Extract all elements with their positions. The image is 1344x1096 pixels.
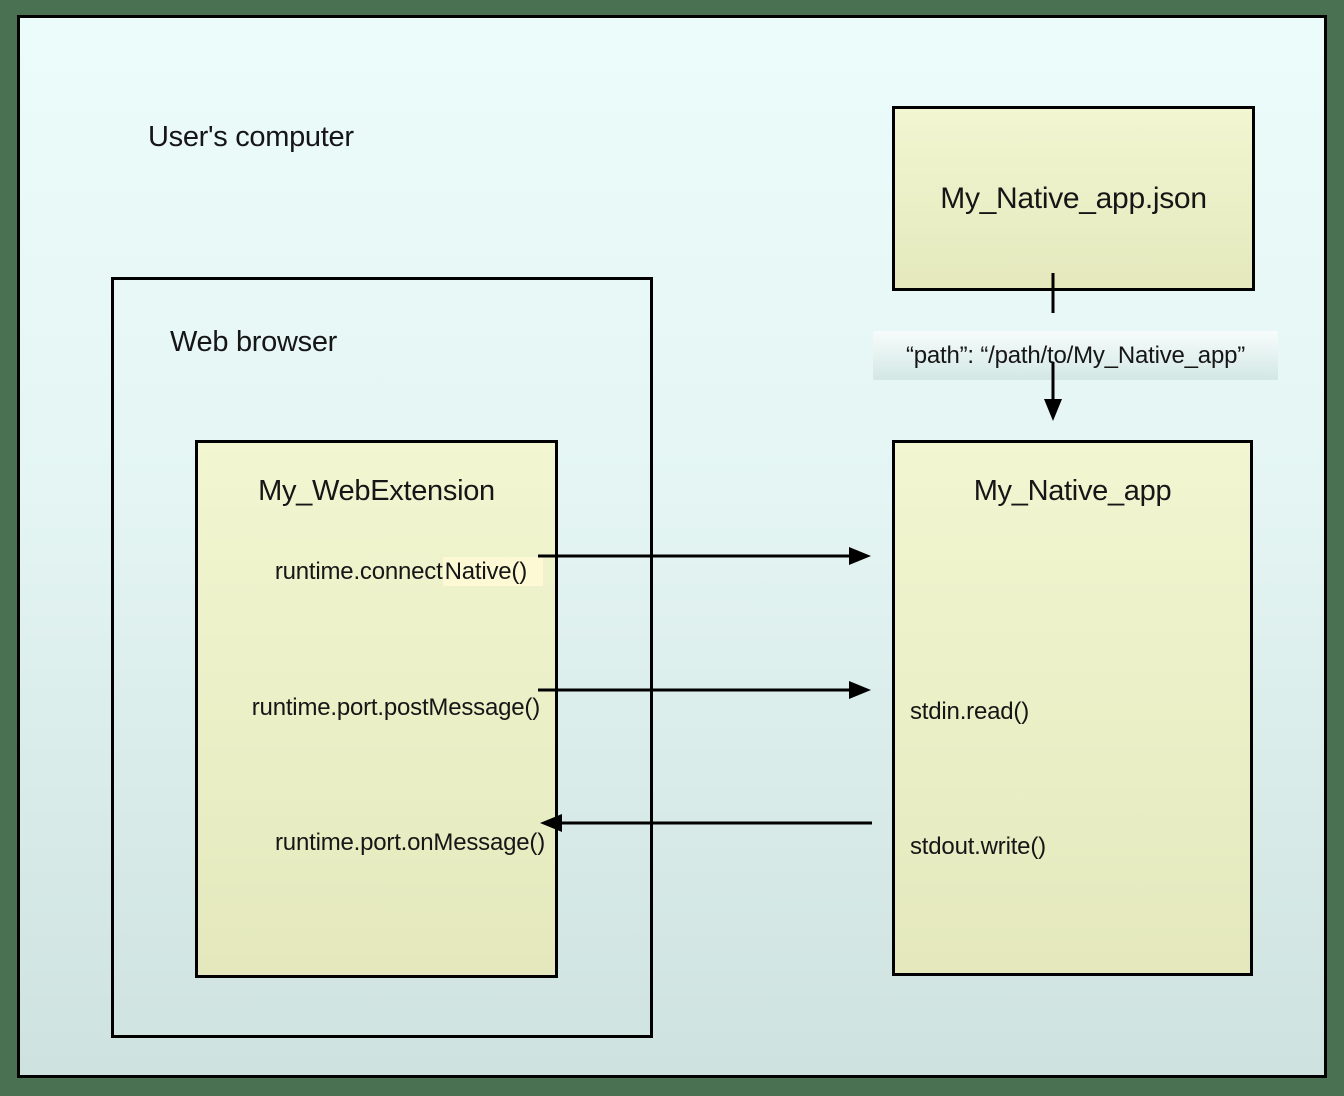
manifest-path-entry-label: “path”: “/path/to/My_Native_app”: [873, 331, 1278, 380]
my-webextension-title: My_WebExtension: [258, 475, 495, 507]
runtime-port-post-message-label: runtime.port.postMessage(): [251, 694, 540, 721]
users-computer-box: User's computer Web browser My_WebExtens…: [17, 15, 1327, 1078]
runtime-connect-native-prefix: runtime.connect: [274, 558, 443, 585]
my-webextension-box: My_WebExtension runtime.connectNative() …: [195, 440, 558, 978]
runtime-connect-native-highlighted: Native(): [442, 557, 543, 586]
manifest-json-box: My_Native_app.json: [892, 106, 1255, 291]
my-native-app-box: My_Native_app stdin.read() stdout.write(…: [892, 440, 1253, 976]
users-computer-label: User's computer: [148, 121, 354, 153]
stdin-read-label: stdin.read(): [910, 698, 1029, 725]
stdout-write-label: stdout.write(): [910, 833, 1046, 860]
web-browser-box: [111, 277, 653, 1038]
runtime-connect-native-label: runtime.connectNative(): [275, 557, 543, 587]
manifest-json-title: My_Native_app.json: [940, 181, 1207, 215]
my-native-app-title: My_Native_app: [973, 475, 1172, 507]
web-browser-label: Web browser: [170, 326, 338, 358]
runtime-port-on-message-label: runtime.port.onMessage(): [275, 829, 545, 856]
